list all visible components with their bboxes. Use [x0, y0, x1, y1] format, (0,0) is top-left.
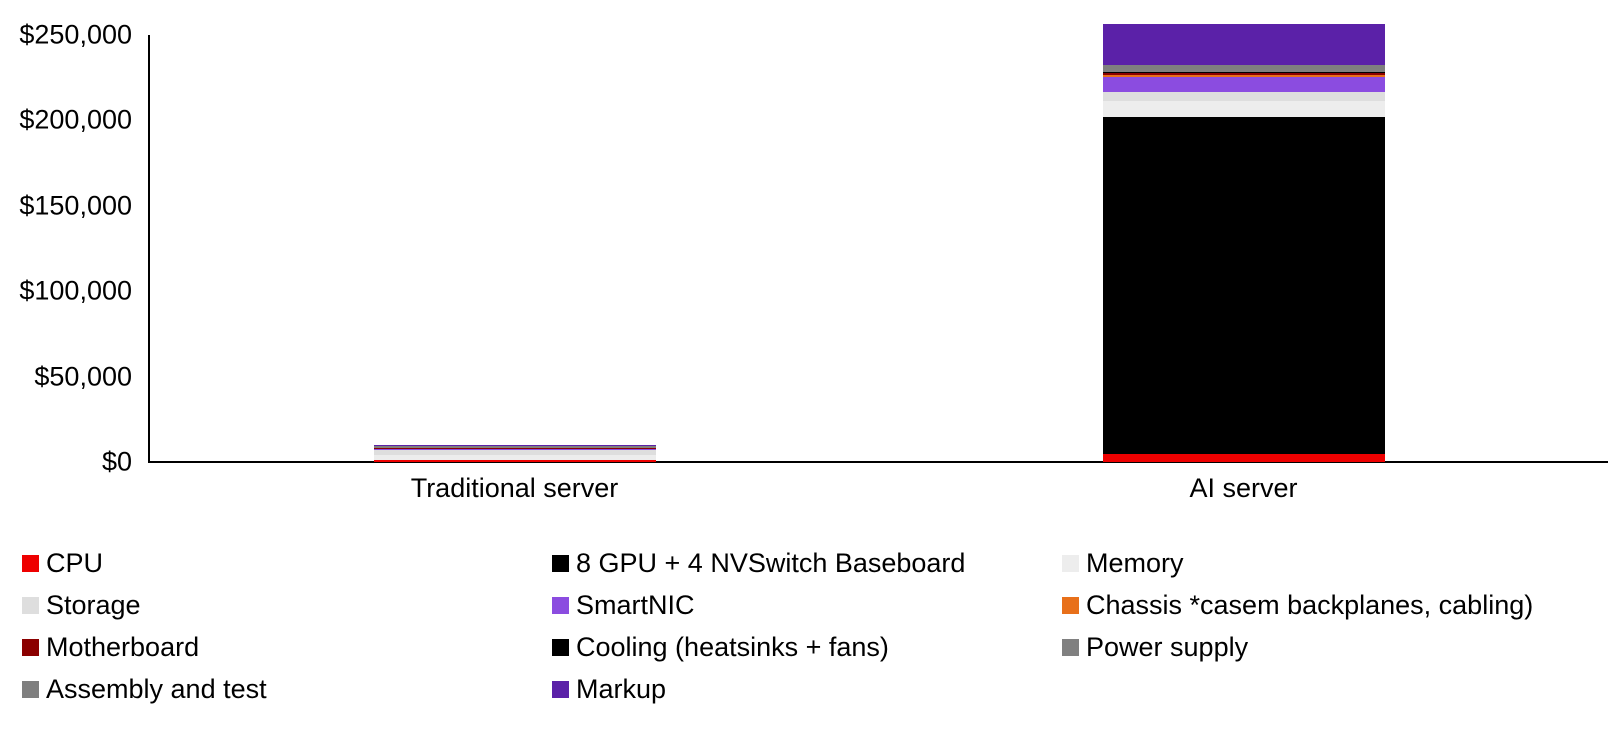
legend-label: 8 GPU + 4 NVSwitch Baseboard	[576, 547, 966, 578]
legend-label: Motherboard	[46, 631, 200, 662]
bar-segment-assembly-and-test[interactable]	[1102, 64, 1385, 69]
y-axis: $0 $50,000 $100,000 $150,000 $200,000 $250,00…	[0, 0, 140, 525]
bar-segment-smartnic[interactable]	[373, 449, 656, 451]
legend-item-storage[interactable]: Storage	[0, 584, 530, 626]
legend-swatch-icon	[22, 596, 39, 614]
y-tick-label: $150,000	[19, 190, 132, 221]
legend-swatch-icon	[552, 554, 569, 572]
bar-traditional-server[interactable]	[373, 35, 656, 462]
y-tick-label: $100,000	[19, 275, 132, 306]
bar-segment-power-supply[interactable]	[1102, 68, 1385, 72]
legend-label: Chassis *casem backplanes, cabling)	[1086, 589, 1534, 620]
bar-segment-smartnic[interactable]	[1102, 76, 1385, 92]
x-tick-label: AI server	[1189, 473, 1298, 503]
bars-container	[150, 24, 1608, 462]
y-tick-label: $50,000	[34, 361, 132, 392]
legend-label: Assembly and test	[46, 673, 267, 704]
bar-segment-motherboard[interactable]	[1102, 72, 1385, 75]
legend-item-smartnic[interactable]: SmartNIC	[530, 584, 1040, 626]
bar-segment-cpu[interactable]	[373, 460, 656, 462]
bar-segment-cpu[interactable]	[1102, 453, 1385, 462]
bar-segment-chassis-casem-backplanes-cabling[interactable]	[1102, 74, 1385, 77]
legend-item-assembly-and-test[interactable]: Assembly and test	[0, 668, 530, 710]
legend-label: Storage	[46, 589, 141, 620]
bar-segment-8-gpu-4-nvswitch-baseboard[interactable]	[1102, 116, 1385, 454]
legend-swatch-icon	[22, 638, 39, 656]
legend-label: CPU	[46, 547, 104, 578]
legend-item-chassis-casem-backplanes-cabling[interactable]: Chassis *casem backplanes, cabling)	[1040, 584, 1620, 626]
y-tick-label: $0	[101, 446, 132, 477]
legend-swatch-icon	[22, 554, 39, 572]
legend-swatch-icon	[1062, 596, 1079, 614]
bar-segment-power-supply[interactable]	[373, 447, 656, 448]
bar-segment-memory[interactable]	[373, 454, 656, 461]
legend-item-motherboard[interactable]: Motherboard	[0, 626, 530, 668]
bar-segment-memory[interactable]	[1102, 101, 1385, 117]
bar-segment-chassis-casem-backplanes-cabling[interactable]	[373, 448, 656, 450]
legend-swatch-icon	[1062, 554, 1079, 572]
legend-item-power-supply[interactable]: Power supply	[1040, 626, 1620, 668]
legend-label: Memory	[1086, 547, 1184, 578]
bar-segment-markup[interactable]	[373, 444, 656, 447]
y-tick-label: $250,000	[19, 19, 132, 50]
legend-item-markup[interactable]: Markup	[530, 668, 1040, 710]
legend-item-cooling-heatsinks-fans[interactable]: Cooling (heatsinks + fans)	[530, 626, 1040, 668]
legend-swatch-icon	[22, 680, 39, 698]
legend-label: Markup	[576, 673, 667, 704]
legend-item-empty	[1040, 668, 1620, 710]
bar-segment-storage[interactable]	[373, 450, 656, 455]
bar-ai-server[interactable]	[1102, 24, 1385, 462]
y-axis-line	[148, 35, 150, 463]
x-axis-line	[148, 461, 1608, 463]
legend-swatch-icon	[552, 596, 569, 614]
bar-segment-markup[interactable]	[1102, 24, 1385, 65]
bar-segment-assembly-and-test[interactable]	[373, 446, 656, 448]
bar-stack	[1102, 24, 1385, 462]
plot-region: $0 $50,000 $100,000 $150,000 $200,000 $250,00…	[0, 0, 1608, 525]
legend-swatch-icon	[552, 680, 569, 698]
bar-segment-motherboard[interactable]	[373, 448, 656, 449]
legend-swatch-icon	[1062, 638, 1079, 656]
bar-segment-cooling-heatsinks-fans[interactable]	[1102, 71, 1385, 73]
bar-stack	[373, 444, 656, 462]
y-tick-label: $200,000	[19, 104, 132, 135]
bar-segment-storage[interactable]	[1102, 91, 1385, 102]
legend-label: SmartNIC	[576, 589, 695, 620]
x-tick-label: Traditional server	[410, 473, 619, 503]
legend-item-memory[interactable]: Memory	[1040, 542, 1620, 584]
legend-label: Power supply	[1086, 631, 1249, 662]
legend-swatch-icon	[552, 638, 569, 656]
legend-item-8-gpu-4-nvswitch-baseboard[interactable]: 8 GPU + 4 NVSwitch Baseboard	[530, 542, 1040, 584]
legend-label: Cooling (heatsinks + fans)	[576, 631, 889, 662]
legend-item-cpu[interactable]: CPU	[0, 542, 530, 584]
